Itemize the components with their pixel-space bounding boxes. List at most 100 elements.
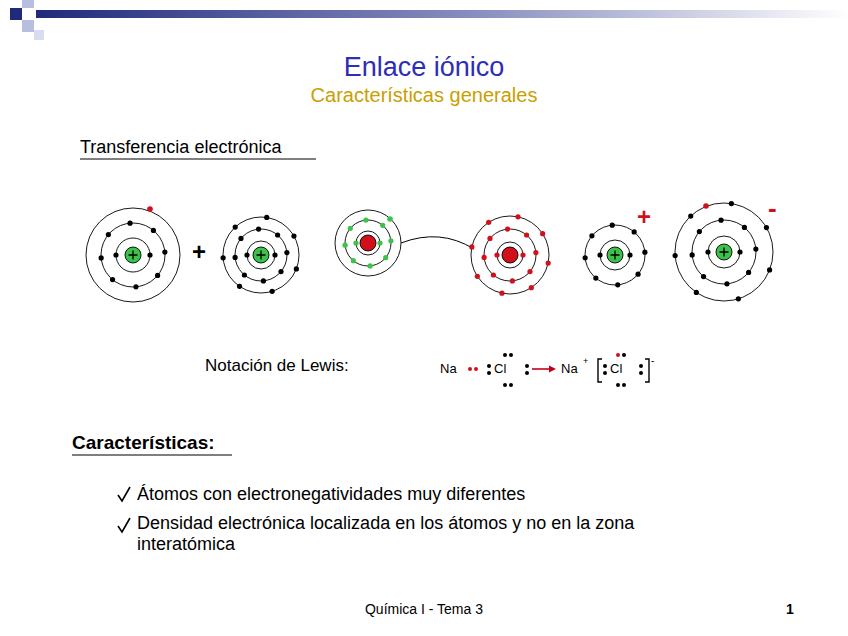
electron	[697, 229, 702, 234]
electron	[597, 252, 602, 257]
transferred-electron	[703, 203, 709, 209]
electron-shell	[497, 242, 523, 268]
electron	[583, 255, 588, 260]
electron	[368, 263, 373, 268]
footer-text: Química I - Tema 3	[0, 601, 848, 617]
subtitle: Características generales	[0, 84, 848, 107]
element-symbol: Na	[561, 362, 578, 377]
electron	[635, 272, 640, 277]
lewis-dot	[525, 364, 529, 368]
electron-shell	[585, 225, 645, 285]
check-mark	[118, 487, 130, 501]
element-symbol: Na	[440, 362, 457, 377]
electron-shell	[356, 231, 380, 255]
electron	[291, 233, 296, 238]
lewis-dot	[503, 383, 507, 387]
electron	[363, 217, 368, 222]
nucleus-charge	[129, 251, 138, 260]
electron	[113, 252, 118, 257]
electron	[147, 252, 152, 257]
nucleus	[716, 244, 732, 260]
electron-shell	[235, 229, 287, 281]
lewis-dot	[622, 383, 626, 387]
electron-shell	[101, 223, 165, 287]
electron-shell	[692, 220, 756, 284]
electron	[272, 252, 277, 257]
lewis-dot	[503, 353, 507, 357]
electron	[753, 246, 758, 251]
electron	[237, 284, 242, 289]
nucleus	[607, 247, 623, 263]
electron	[377, 240, 382, 245]
electron	[106, 232, 111, 237]
electron	[380, 223, 385, 228]
ion-charge: -	[651, 355, 654, 367]
electron	[615, 282, 620, 287]
electron	[736, 296, 741, 301]
electron	[533, 250, 538, 255]
electron	[348, 226, 353, 231]
electron	[742, 225, 747, 230]
electron	[278, 269, 283, 274]
element-symbol: Cl	[494, 362, 506, 377]
ion-charge: +	[637, 203, 651, 231]
ion-charge: -	[768, 194, 777, 224]
lewis-dot	[468, 367, 472, 371]
lewis-dot	[487, 364, 491, 368]
bullet-text: Densidad electrónica localizada en los á…	[137, 513, 737, 554]
electron	[221, 255, 226, 260]
nucleus	[502, 247, 518, 263]
lewis-dot	[616, 383, 620, 387]
header-square	[34, 30, 44, 40]
reaction-arrowhead	[549, 366, 556, 373]
electron	[589, 233, 594, 238]
atom-model	[469, 214, 551, 296]
atom-model	[673, 201, 773, 301]
ion-charge: +	[583, 356, 588, 366]
electron	[705, 249, 710, 254]
electron	[701, 274, 706, 279]
lewis-dot	[487, 371, 491, 375]
atom-model	[583, 223, 648, 288]
header-bar	[36, 10, 848, 18]
bracket	[598, 359, 602, 382]
electron	[342, 243, 347, 248]
electron	[642, 250, 647, 255]
lewis-dot	[616, 353, 620, 357]
electron-shell	[471, 216, 549, 294]
electron	[688, 213, 693, 218]
electron-shell	[708, 236, 740, 268]
transfer-curve	[401, 237, 474, 249]
page-number: 1	[786, 601, 794, 617]
nucleus	[360, 235, 376, 251]
electron	[546, 260, 551, 265]
electron	[729, 201, 734, 206]
electron	[494, 252, 499, 257]
electron	[737, 249, 742, 254]
electron	[690, 252, 695, 257]
electron	[718, 218, 723, 223]
electron	[767, 267, 772, 272]
electron	[244, 252, 249, 257]
lewis-dot	[525, 371, 529, 375]
transferred-electron	[387, 216, 393, 222]
bracket	[645, 359, 649, 382]
electron	[270, 289, 275, 294]
electron	[99, 255, 104, 260]
electron-shell	[116, 238, 150, 272]
electron	[764, 225, 769, 230]
slide-title: Enlace iónico	[0, 52, 848, 83]
section-heading: Transferencia electrónica	[80, 137, 281, 158]
electron-shell	[335, 210, 401, 276]
electron-shell	[223, 217, 299, 293]
lewis-dot	[622, 353, 626, 357]
electron	[388, 238, 393, 243]
atom-model	[86, 206, 180, 302]
lewis-dot	[603, 371, 607, 375]
electron	[151, 228, 156, 233]
electron	[694, 290, 699, 295]
electron	[233, 255, 238, 260]
electron	[261, 278, 266, 283]
electron	[275, 232, 280, 237]
atom-model	[335, 210, 401, 276]
